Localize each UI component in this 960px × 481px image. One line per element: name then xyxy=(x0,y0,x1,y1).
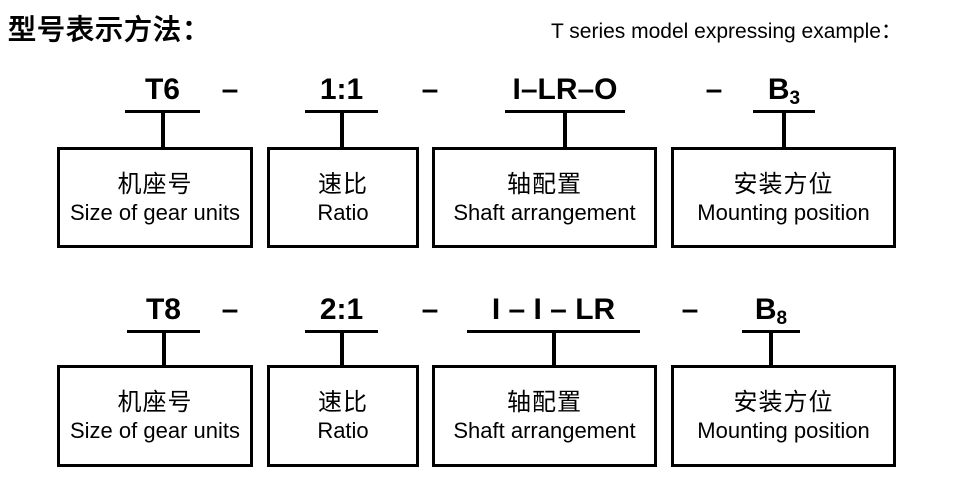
box-label-en: Ratio xyxy=(317,418,369,443)
row2-mounting-underline xyxy=(742,330,800,333)
row1-ratio-underline xyxy=(305,110,378,113)
row1-mounting-underline xyxy=(753,110,815,113)
row2-mounting-subscript: 8 xyxy=(776,308,788,329)
row2-ratio-underline xyxy=(305,330,378,333)
row2-shaft-connector xyxy=(551,333,556,365)
box-label-en: Size of gear units xyxy=(70,418,240,443)
row1-mounting-connector xyxy=(782,113,786,147)
row2-mounting-unit: B8 xyxy=(742,292,800,365)
row2-model-code: T8 xyxy=(145,293,181,326)
row1-shaft-code: I–LR–O xyxy=(512,73,618,106)
row2-separator-1: – xyxy=(221,293,239,326)
row1-shaft-connector xyxy=(563,113,567,147)
row2-model-unit: T8 xyxy=(127,292,200,365)
row2-box-shaft: 轴配置 Shaft arrangement xyxy=(432,365,657,467)
box-label-zh: 速比 xyxy=(318,170,368,198)
row2-box-mounting: 安装方位 Mounting position xyxy=(671,365,896,467)
box-label-en: Mounting position xyxy=(697,418,870,443)
row1-model-connector xyxy=(160,113,165,147)
row2-box-ratio: 速比 Ratio xyxy=(267,365,419,467)
box-label-en: Shaft arrangement xyxy=(453,418,636,443)
row1-ratio-code: 1:1 xyxy=(319,73,364,106)
box-label-zh: 安装方位 xyxy=(733,170,834,198)
box-label-zh: 机座号 xyxy=(117,170,193,198)
page-title-en: T series model expressing example： xyxy=(551,20,902,43)
row1-box-size: 机座号 Size of gear units xyxy=(57,147,253,248)
row1-model-code: T6 xyxy=(144,73,180,106)
row1-model-underline xyxy=(125,110,200,113)
box-label-zh: 速比 xyxy=(318,389,368,416)
page-title-zh: 型号表示方法： xyxy=(8,14,212,45)
box-label-en: Size of gear units xyxy=(70,199,240,225)
row1-mounting-unit: B3 xyxy=(753,72,815,147)
box-label-zh: 轴配置 xyxy=(507,170,582,198)
row1-shaft-unit: I–LR–O xyxy=(505,72,625,147)
box-label-zh: 安装方位 xyxy=(733,389,834,416)
box-label-en: Ratio xyxy=(317,199,369,225)
row2-shaft-underline xyxy=(467,330,640,333)
row1-separator-3: – xyxy=(705,73,723,106)
row2-shaft-code: I – I – LR xyxy=(491,293,616,326)
row2-mounting-code: B8 xyxy=(742,292,800,329)
row2-ratio-connector xyxy=(339,333,344,365)
row2-mounting-base: B xyxy=(754,293,777,326)
box-label-en: Shaft arrangement xyxy=(453,199,636,225)
row2-box-size: 机座号 Size of gear units xyxy=(57,365,253,467)
row1-box-ratio: 速比 Ratio xyxy=(267,147,419,248)
row1-box-shaft: 轴配置 Shaft arrangement xyxy=(432,147,657,248)
row2-model-underline xyxy=(127,330,200,333)
row1-separator-2: – xyxy=(421,73,439,106)
row2-ratio-unit: 2:1 xyxy=(305,292,378,365)
row2-separator-3: – xyxy=(681,293,699,326)
row1-mounting-code: B3 xyxy=(753,72,815,109)
row1-mounting-base: B xyxy=(767,73,790,106)
row2-mounting-connector xyxy=(769,333,773,365)
row1-ratio-connector xyxy=(339,113,344,147)
box-label-zh: 机座号 xyxy=(117,389,193,416)
box-label-zh: 轴配置 xyxy=(507,389,582,416)
row1-model-unit: T6 xyxy=(125,72,200,147)
row1-ratio-unit: 1:1 xyxy=(305,72,378,147)
row1-shaft-underline xyxy=(505,110,625,113)
row2-ratio-code: 2:1 xyxy=(319,293,364,326)
row2-shaft-unit: I – I – LR xyxy=(467,292,640,365)
box-label-en: Mounting position xyxy=(697,199,870,225)
row1-mounting-subscript: 3 xyxy=(789,88,801,109)
row2-model-connector xyxy=(161,333,166,365)
row1-box-mounting: 安装方位 Mounting position xyxy=(671,147,896,248)
row1-separator-1: – xyxy=(221,73,239,106)
row2-separator-2: – xyxy=(421,293,439,326)
